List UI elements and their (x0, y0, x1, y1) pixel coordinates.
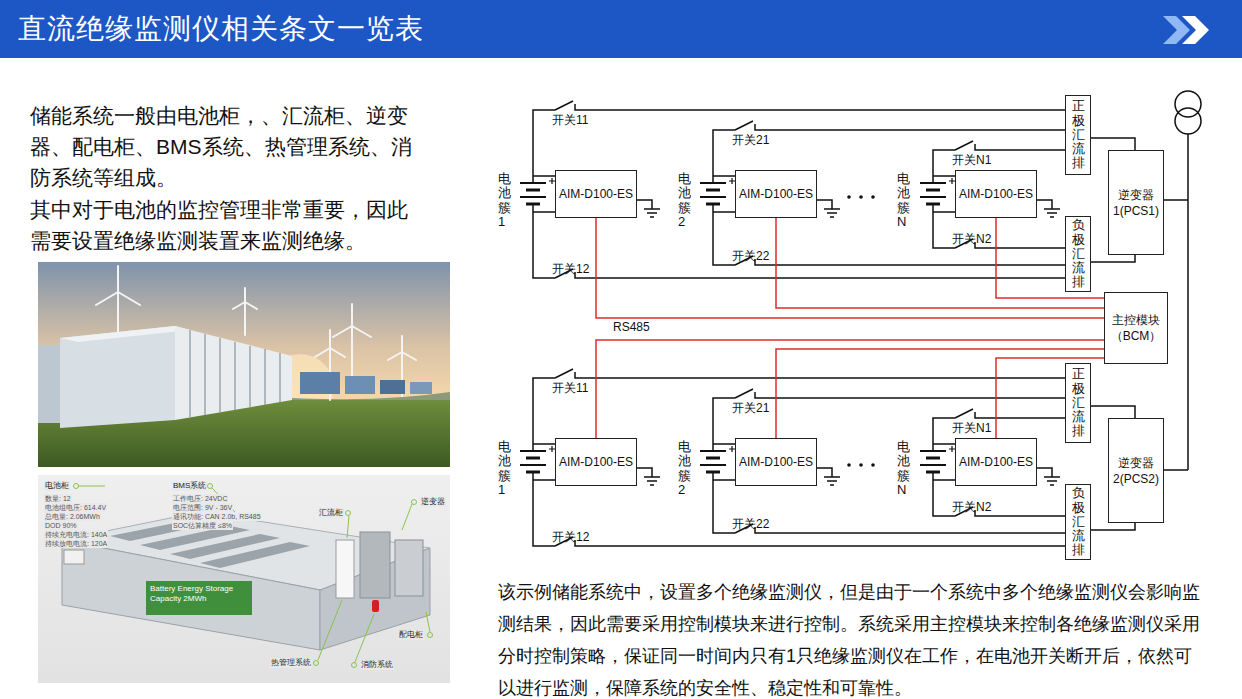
node-text: 主控模块（BCM） (1107, 312, 1165, 344)
controller-box: 主控模块（BCM） (1104, 292, 1168, 364)
inverter-box: 逆变器 2(PCS2) (1108, 418, 1164, 523)
page-title: 直流绝缘监测仪相关条文一览表 (18, 10, 424, 48)
busbar-box: 负极汇流排 (1065, 484, 1091, 560)
monitor-box: AIM-D100-ES (555, 170, 637, 218)
battery-cluster-label: 电池簇2 (678, 440, 691, 497)
connector (1091, 523, 1135, 530)
chevron-icon (1163, 16, 1209, 44)
spec-text: SOC估算精度 ≤8% (172, 521, 233, 530)
callout-leaders (74, 484, 433, 668)
connector (596, 218, 1104, 318)
node-text: 正极汇流排 (1072, 367, 1085, 438)
monitor-box: AIM-D100-ES (955, 438, 1037, 486)
connector (1091, 255, 1135, 262)
node-text: 逆变器 2(PCS2) (1111, 455, 1161, 487)
caption-text: 该示例储能系统中，设置多个绝缘监测仪，但是由于一个系统中多个绝缘监测仪会影响监测… (498, 576, 1200, 699)
battery-cluster-label: 电池簇1 (498, 172, 511, 229)
switch-label: 开关12 (552, 531, 589, 544)
node-text: AIM-D100-ES (959, 455, 1033, 470)
photo-callout: 配电柜 (398, 630, 424, 640)
battery-cluster-label: 电池簇N (897, 172, 910, 229)
switch-label: 开关11 (552, 114, 588, 127)
node-text: 负极汇流排 (1072, 486, 1085, 557)
battery-cluster-label: 电池簇N (897, 440, 910, 497)
connector (1091, 406, 1135, 418)
busbar-box: 负极汇流排 (1065, 216, 1091, 292)
switch-label: 开关N1 (952, 422, 991, 435)
battery-group-wiring (520, 101, 1065, 278)
panel-text: Battery Energy Storage Capacity 2MWh (150, 584, 248, 604)
battery-cluster-label: 电池簇1 (498, 440, 511, 497)
photo-callout: 电池柜 (44, 481, 70, 491)
photo-callout: 逆变器 (420, 497, 446, 507)
battery-cluster-label: 电池簇2 (678, 172, 691, 229)
wind-farm-photo (38, 262, 450, 467)
node-text: 逆变器 1(PCS1) (1111, 187, 1161, 219)
intro-paragraph: 其中对于电池的监控管理非常重要，因此需要设置绝缘监测装置来监测绝缘。 (30, 194, 422, 256)
photo-callout: 热管理系统 (270, 658, 312, 668)
spec-text: 电池组电压: 614.4V (44, 503, 107, 512)
switch-label: 开关12 (552, 263, 589, 276)
spec-text: 持续放电电流: 120A (44, 539, 108, 548)
photo-callout: 汇流柜 (318, 508, 344, 518)
container-cutaway-photo (38, 475, 450, 683)
node-text: AIM-D100-ES (739, 187, 813, 202)
connector (776, 349, 1104, 438)
switch-label: 开关21 (732, 402, 769, 415)
spec-text: 通讯功能: CAN 2.0b, RS485 (172, 512, 262, 521)
battery-group-wiring (520, 369, 1065, 546)
monitor-box: AIM-D100-ES (555, 438, 637, 486)
switch-label: 开关N1 (952, 154, 991, 167)
monitor-box: AIM-D100-ES (955, 170, 1037, 218)
spec-text: 数量: 12 (44, 494, 72, 503)
node-text: AIM-D100-ES (739, 455, 813, 470)
connector (1091, 138, 1135, 150)
node-text: 正极汇流排 (1072, 99, 1085, 170)
busbar-box: 正极汇流排 (1065, 363, 1091, 443)
spec-text: 总电量: 2.06MWh (44, 512, 101, 521)
node-text: AIM-D100-ES (559, 187, 633, 202)
monitor-box: AIM-D100-ES (735, 170, 817, 218)
switch-label: 开关22 (732, 518, 769, 531)
spec-text: DOD 90% (44, 521, 78, 530)
intro-paragraph: 储能系统一般由电池柜，、汇流柜、逆变器、配电柜、BMS系统、热管理系统、消防系统… (30, 100, 422, 193)
connector (776, 218, 1104, 308)
node-text: AIM-D100-ES (959, 187, 1033, 202)
bus-signal-label: RS485 (612, 321, 651, 334)
inverter-box: 逆变器 1(PCS1) (1108, 150, 1164, 255)
header-bar (0, 0, 1242, 58)
connector (596, 340, 1104, 438)
switch-label: 开关N2 (952, 233, 991, 246)
spec-text: 持续充电电流: 140A (44, 530, 108, 539)
node-text: 负极汇流排 (1072, 218, 1085, 289)
spec-text: 电压范围: 9V - 36V (172, 503, 233, 512)
switch-label: 开关N2 (952, 501, 991, 514)
node-text: AIM-D100-ES (559, 455, 633, 470)
switch-label: 开关21 (732, 134, 769, 147)
transformer-symbol (1164, 91, 1201, 470)
switch-label: 开关11 (552, 382, 588, 395)
photo-callout: 消防系统 (360, 660, 394, 670)
busbar-box: 正极汇流排 (1065, 95, 1091, 175)
photo-callout: BMS系统 (172, 481, 207, 491)
switch-label: 开关22 (732, 250, 769, 263)
spec-text: 工作电压: 24VDC (172, 494, 228, 503)
monitor-box: AIM-D100-ES (735, 438, 817, 486)
